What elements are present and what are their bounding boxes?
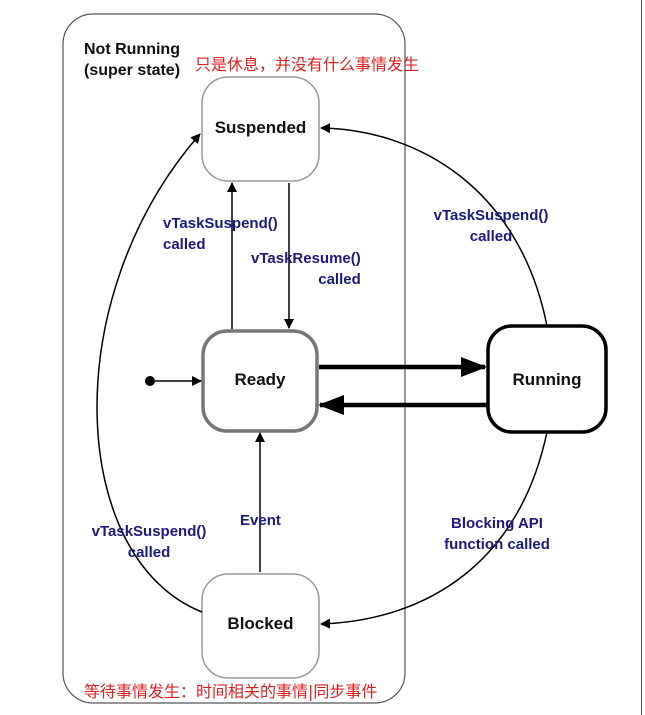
blocked-annotation: 等待事情发生：时间相关的事情|同步事件	[84, 682, 378, 701]
suspended-to-ready-label: vTaskResume() called	[251, 248, 361, 290]
blocked-to-suspended-label-line2: called	[127, 544, 171, 561]
running-to-suspended-label: vTaskSuspend() called	[431, 205, 551, 247]
suspended-annotation: 只是休息，并没有什么事情发生	[195, 55, 420, 74]
state-suspended-box	[201, 76, 320, 182]
ready-to-suspended-label-line1: vTaskSuspend()	[163, 215, 278, 232]
state-running-label: Running	[512, 370, 582, 389]
running-to-blocked-label-line2: function called	[444, 536, 550, 553]
state-ready-box	[201, 329, 319, 433]
running-to-suspended-label-line1: vTaskSuspend()	[433, 207, 549, 224]
running-to-blocked-arrow	[320, 431, 548, 629]
running-to-blocked-label-line1: Blocking API	[451, 515, 543, 532]
state-suspended-label: Suspended	[214, 118, 307, 137]
page-right-border	[641, 0, 642, 715]
suspended-to-ready-label-line1: vTaskResume()	[251, 250, 361, 267]
state-blocked-label: Blocked	[227, 614, 294, 633]
blocked-to-ready-label: Event	[240, 512, 281, 529]
state-blocked-box	[201, 573, 320, 679]
super-state-title-line1: Not Running	[84, 41, 180, 58]
state-ready-label: Ready	[234, 370, 286, 389]
blocked-to-suspended-label: vTaskSuspend() called	[88, 521, 210, 563]
ready-to-suspended-label-line2: called	[163, 236, 206, 253]
blocked-to-suspended-arrow	[96, 133, 203, 613]
suspended-to-ready-label-line2: called	[318, 271, 361, 288]
initial-state-dot	[145, 376, 155, 386]
running-to-suspended-arrow	[320, 123, 548, 327]
blocked-to-suspended-label-line1: vTaskSuspend()	[91, 523, 207, 540]
super-state-boundary	[62, 13, 406, 704]
super-state-title-line2: (super state)	[84, 62, 181, 79]
super-state-title: Not Running (super state)	[84, 39, 180, 81]
running-to-blocked-label: Blocking API function called	[439, 513, 555, 555]
running-to-suspended-label-line2: called	[469, 228, 513, 245]
ready-to-suspended-label: vTaskSuspend() called	[163, 213, 278, 255]
